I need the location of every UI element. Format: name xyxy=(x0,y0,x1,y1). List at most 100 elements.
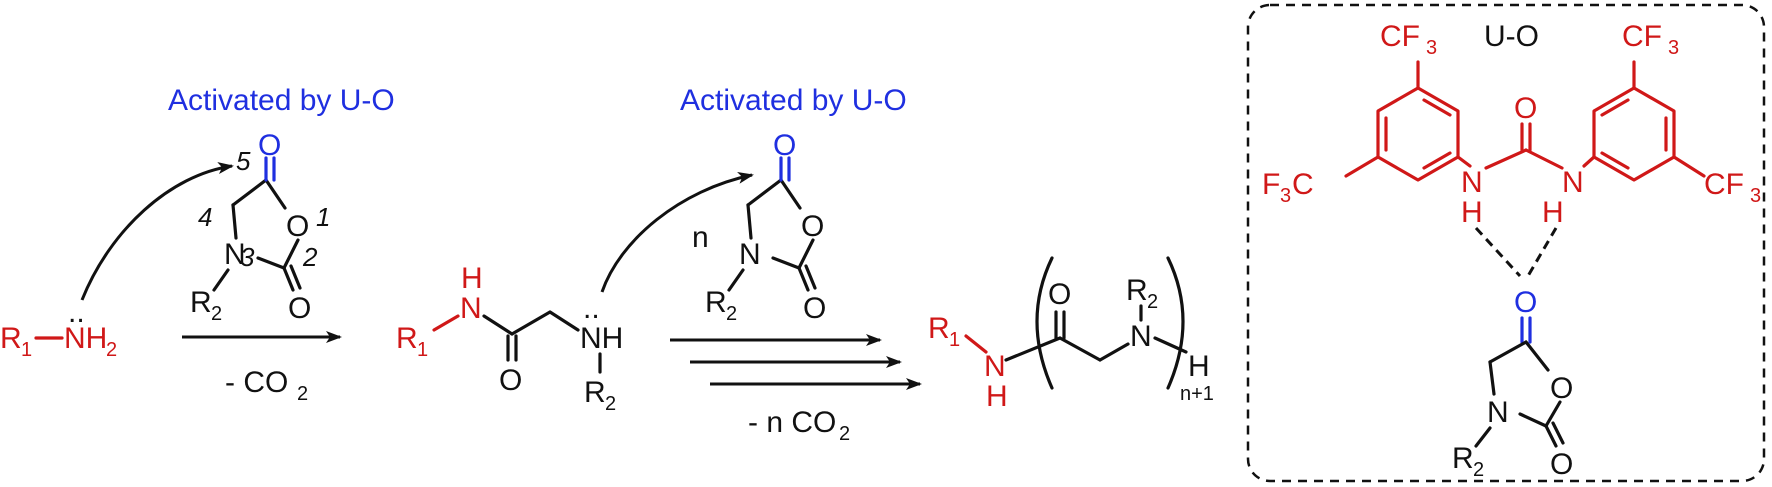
int-carbonyl-o: O xyxy=(499,364,522,397)
step2-condition-subscript: 2 xyxy=(839,423,850,445)
amine-initiator: R 1 NH 2 .. xyxy=(0,296,117,361)
r2-subscript: 2 xyxy=(211,303,222,325)
int-n-c-bond xyxy=(482,314,514,336)
left-ring-double-1 xyxy=(1422,98,1452,117)
ring-o1: O xyxy=(286,210,309,243)
m2-bond-c5-o1 xyxy=(779,178,802,210)
m2-carbonyl-o-c2: O xyxy=(803,292,826,325)
m2-carbonyl-c2-bond-b xyxy=(804,264,817,290)
urea-h-left: H xyxy=(1461,196,1483,229)
step2-condition-text: - n CO xyxy=(748,406,836,439)
prod-r1-label: R xyxy=(928,312,950,345)
right-cf3-side-sub: 3 xyxy=(1750,185,1761,207)
m2-bond-c2-n3 xyxy=(771,256,801,270)
ring-number-4: 4 xyxy=(198,202,212,232)
int-n-label: N xyxy=(460,292,482,325)
m2-ring-o1: O xyxy=(801,210,824,243)
prod-carbonyl-o: O xyxy=(1048,278,1071,311)
m2-r2-label: R xyxy=(705,286,727,319)
step2-condition: - n CO 2 xyxy=(748,406,850,445)
left-aryl-ring: CF 3 F 3 C xyxy=(1262,20,1460,207)
int-c-ch2-bond xyxy=(510,310,552,336)
left-cf3-side-f: F xyxy=(1262,168,1280,201)
nca-monomer-1: Activated by U-O O O O N R 2 5 4 1 2 3 xyxy=(168,84,395,325)
left-bracket xyxy=(1035,256,1054,390)
step1-condition-subscript: 2 xyxy=(297,383,308,405)
ring-number-1: 1 xyxy=(316,202,330,232)
right-aryl-n-bond xyxy=(1582,155,1596,168)
activated-label-1: Activated by U-O xyxy=(168,84,395,117)
prod-n-c-bond xyxy=(1004,336,1062,362)
m2-bond-c4-c5 xyxy=(746,178,783,207)
m2-carbonyl-c2-bond-a xyxy=(797,266,810,292)
carbonyl-o-c5: O xyxy=(258,129,281,162)
catalyst-title: U-O xyxy=(1484,20,1539,53)
bound-c2o-bond-b xyxy=(1551,421,1565,445)
bound-ring-n: N xyxy=(1487,396,1509,429)
lone-pair-1: .. xyxy=(68,296,85,329)
int-r1-n-bond xyxy=(432,314,460,332)
attack-arrow-1 xyxy=(80,162,234,301)
bound-c2o-bond-a xyxy=(1544,424,1558,448)
urea-c-n-right xyxy=(1524,148,1564,170)
bond-o1-c2 xyxy=(282,238,300,270)
ring-number-3: 3 xyxy=(240,242,255,272)
urea-h-right: H xyxy=(1542,196,1564,229)
step1-condition-text: - CO xyxy=(225,366,288,399)
bound-n-r2-bond xyxy=(1474,426,1492,448)
urea-n-right: N xyxy=(1562,166,1584,199)
prod-r2-label: R xyxy=(1126,274,1148,307)
lone-pair-2: .. xyxy=(583,292,600,325)
carbonyl-c2-bond-a xyxy=(282,266,295,292)
prod-r1-subscript: 1 xyxy=(949,329,960,351)
bound-carbonyl-o: O xyxy=(1514,286,1537,319)
int-h-label: H xyxy=(461,262,483,295)
m2-carbonyl-o-c5: O xyxy=(773,129,796,162)
right-bracket xyxy=(1166,256,1185,390)
prod-r2-subscript: 2 xyxy=(1147,291,1158,313)
h-bond-right xyxy=(1526,227,1558,277)
bound-c2-o: O xyxy=(1550,448,1573,481)
bond-n3-c4 xyxy=(231,203,238,240)
ring-number-5: 5 xyxy=(236,146,251,176)
nh2-subscript: 2 xyxy=(106,339,117,361)
r2-label: R xyxy=(190,286,212,319)
urea-linkage: N H O N H xyxy=(1456,92,1596,229)
h-bond-left xyxy=(1474,226,1522,278)
right-cf3-side: CF xyxy=(1704,168,1744,201)
bond-c2-n3 xyxy=(256,256,286,270)
bond-c4-c5 xyxy=(231,178,268,207)
left-cf3-side-c: C xyxy=(1292,168,1314,201)
ring-n3: N xyxy=(224,238,246,271)
bound-c5-o1 xyxy=(1524,340,1550,372)
bound-nca: O O N O R 2 xyxy=(1452,286,1573,481)
bond-c5-o1 xyxy=(264,178,287,210)
left-ring-double-2 xyxy=(1422,151,1452,170)
repeat-count-n: n xyxy=(692,221,709,254)
nca-monomer-2: Activated by U-O n O O O N R 2 xyxy=(680,84,907,325)
catalyst-box: U-O CF 3 F 3 C CF 3 CF 3 xyxy=(1246,3,1766,483)
int-ch2-n-bond xyxy=(548,310,580,332)
left-cf3-top: CF xyxy=(1380,20,1420,53)
right-ring-double-2 xyxy=(1600,151,1630,170)
left-cf3-side-bond xyxy=(1344,155,1380,178)
carbonyl-c2-bond-b xyxy=(289,264,302,290)
prod-h-label: H xyxy=(986,380,1008,413)
prod-c-ch2-bond xyxy=(1058,336,1102,362)
r1-label: R xyxy=(0,322,22,355)
int-nh-label: NH xyxy=(580,322,623,355)
urea-o: O xyxy=(1514,92,1537,125)
int-r2-label: R xyxy=(584,376,606,409)
right-ring-hexagon xyxy=(1592,86,1676,182)
intermediate-amide: R 1 N H O NH .. R 2 xyxy=(396,262,623,415)
right-cf3-top: CF xyxy=(1622,20,1662,53)
left-aryl-n-bond xyxy=(1456,155,1472,168)
ring-number-2: 2 xyxy=(302,242,318,272)
m2-ring-n3: N xyxy=(739,238,761,271)
right-ring-double-1 xyxy=(1600,98,1630,117)
m2-n3-r2-bond xyxy=(727,268,745,292)
bound-r2-subscript: 2 xyxy=(1473,459,1484,481)
int-r1-label: R xyxy=(396,322,418,355)
catalyst-box-border xyxy=(1246,3,1766,483)
m2-r2-subscript: 2 xyxy=(726,303,737,325)
